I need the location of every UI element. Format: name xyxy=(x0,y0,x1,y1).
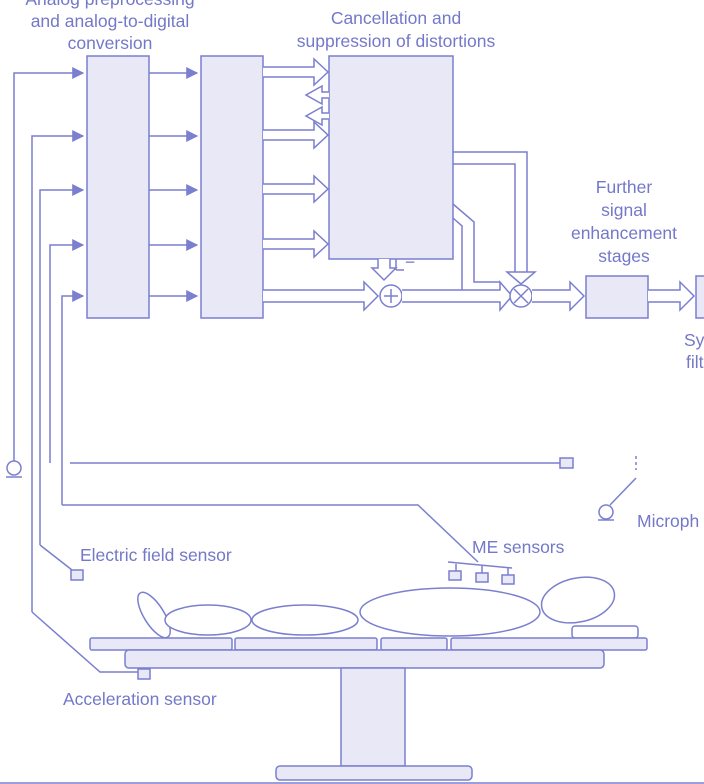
bed-pillar xyxy=(340,667,406,767)
further-enhancement-block xyxy=(585,275,649,319)
me-sensors-label: ME sensors xyxy=(472,537,565,557)
acceleration-sensor xyxy=(137,668,151,680)
minus-sign: − xyxy=(405,252,415,272)
patient-body xyxy=(137,576,639,639)
bed-frame xyxy=(124,649,605,669)
microphone-label: Microph xyxy=(637,511,699,531)
electric-field-sensor-label: Electric field sensor xyxy=(80,545,232,565)
acceleration-sensor-label: Acceleration sensor xyxy=(63,689,217,709)
block2-to-adder-arrow xyxy=(263,280,380,312)
cancellation-output-line-2 xyxy=(453,163,516,276)
sensor-feed-lines xyxy=(13,67,85,612)
electric-field-sensor xyxy=(70,569,84,581)
multiplier-input-arrowhead xyxy=(504,271,538,285)
further-label-line1: Further xyxy=(596,177,653,197)
me-sensor-wire xyxy=(62,504,479,563)
cancellation-output-line-3 xyxy=(452,203,500,283)
further-to-system-arrow xyxy=(648,280,696,312)
sys-label-line2: filt xyxy=(686,352,704,372)
further-label-line3: enhancement xyxy=(571,223,677,243)
microphone-symbol xyxy=(598,504,614,520)
microphone-connector xyxy=(559,457,574,469)
cancellation-output-line-1 xyxy=(453,151,528,276)
analog-label-line3: conversion xyxy=(68,33,153,53)
microphone-switch xyxy=(609,477,637,506)
cancel-label-line2: suppression of distortions xyxy=(297,31,496,51)
cancellation-to-adder-arrows xyxy=(370,259,398,282)
further-label-line2: signal xyxy=(601,200,647,220)
me-sensors xyxy=(447,561,515,585)
analog-label-line2: and analog-to-digital xyxy=(31,11,190,31)
sys-label-line1: Sy xyxy=(684,330,704,350)
analog-preprocessing-block xyxy=(86,55,150,319)
analog-label-line1: Analog preprocessing xyxy=(25,0,194,9)
processing-block-2 xyxy=(200,55,264,319)
left-sensor-symbol xyxy=(6,460,22,476)
cancellation-block xyxy=(328,55,454,260)
cancel-label-line1: Cancellation and xyxy=(331,8,461,28)
cancellation-output-line-4 xyxy=(452,217,463,290)
block2-to-cancellation-arrows xyxy=(263,57,330,259)
further-label-line4: stages xyxy=(598,246,650,266)
multiplier-to-further-arrow xyxy=(532,280,586,312)
bed-surface xyxy=(89,637,648,651)
system-filter-block xyxy=(695,275,704,319)
adder-to-multiplier-arrow xyxy=(402,279,513,313)
bed-base xyxy=(275,765,473,781)
block1-to-block2-arrows xyxy=(149,67,199,302)
